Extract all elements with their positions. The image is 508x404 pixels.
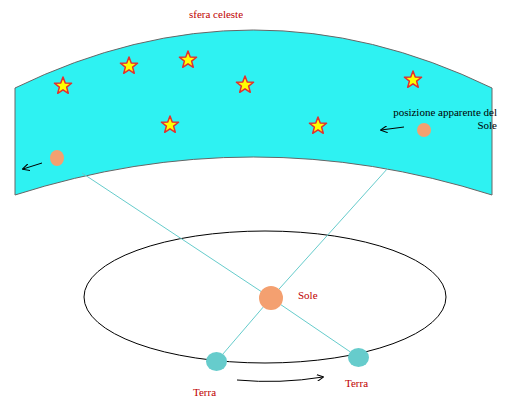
star xyxy=(179,51,196,67)
star xyxy=(404,71,421,87)
apparent-sun-dot xyxy=(50,150,64,166)
node-label: Terra xyxy=(345,377,368,390)
node-shape xyxy=(348,348,369,367)
sphere-title: sfera celeste xyxy=(189,8,243,21)
sight-line xyxy=(271,168,388,298)
stars xyxy=(54,51,421,133)
star xyxy=(120,57,137,73)
node-fill xyxy=(348,348,369,367)
node-fill xyxy=(206,352,227,371)
star xyxy=(236,76,253,92)
node-label: Terra xyxy=(193,386,216,399)
sight-line xyxy=(281,305,350,352)
motion-arrow xyxy=(23,163,42,169)
apparent-sun-dot xyxy=(417,123,431,137)
node-shape xyxy=(206,352,227,371)
earth-circle: Terra xyxy=(206,352,227,371)
node-shape xyxy=(259,286,283,310)
orbit-direction-arrow xyxy=(237,377,323,381)
node-label: Sole xyxy=(298,289,318,302)
motion-arrow xyxy=(381,127,404,130)
sight-line xyxy=(223,307,263,354)
node-fill xyxy=(259,286,283,310)
apparent-sun-label: posizione apparente del Sole xyxy=(391,106,497,132)
star xyxy=(54,77,71,93)
sun-circle: Sole xyxy=(259,286,283,310)
orbit-ellipse xyxy=(84,231,446,363)
earth-circle: Terra xyxy=(348,348,369,367)
star xyxy=(309,117,326,133)
star xyxy=(161,116,178,132)
sight-line xyxy=(82,173,271,298)
